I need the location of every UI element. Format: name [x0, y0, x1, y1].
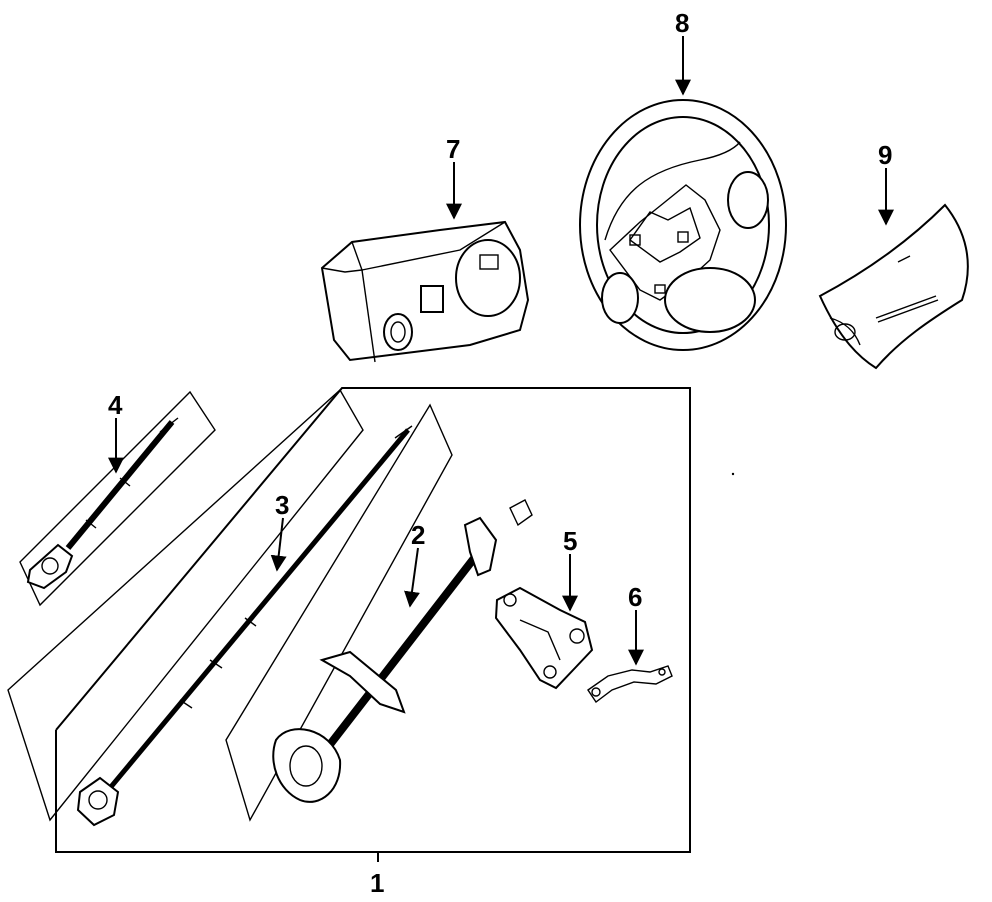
stray-dot: [731, 472, 735, 476]
callout-8: 8: [675, 8, 689, 38]
arrow-2: [404, 547, 420, 608]
callout-3: 3: [275, 490, 289, 520]
steering-wheel-part: [579, 99, 787, 351]
intermediate-shaft-part: [19, 390, 216, 607]
airbag-pad-part: [818, 203, 969, 370]
callout-1: 1: [370, 868, 384, 898]
callout-labels: 1 2 3 4 5 6 7 8 9: [108, 8, 892, 898]
arrow-3: [270, 517, 287, 572]
callout-6: 6: [628, 582, 642, 612]
assembly-frame: [55, 387, 691, 862]
callout-4: 4: [108, 390, 123, 420]
column-tube-part: [225, 403, 533, 822]
column-cover-part: [320, 220, 530, 363]
callout-7: 7: [446, 134, 460, 164]
callout-5: 5: [563, 526, 577, 556]
lower-shaft-part: [7, 388, 413, 827]
callout-9: 9: [878, 140, 892, 170]
leader-arrows: [108, 36, 894, 666]
callout-2: 2: [411, 520, 425, 550]
switch-housing-part: [494, 586, 594, 690]
bracket-part: [587, 665, 673, 704]
